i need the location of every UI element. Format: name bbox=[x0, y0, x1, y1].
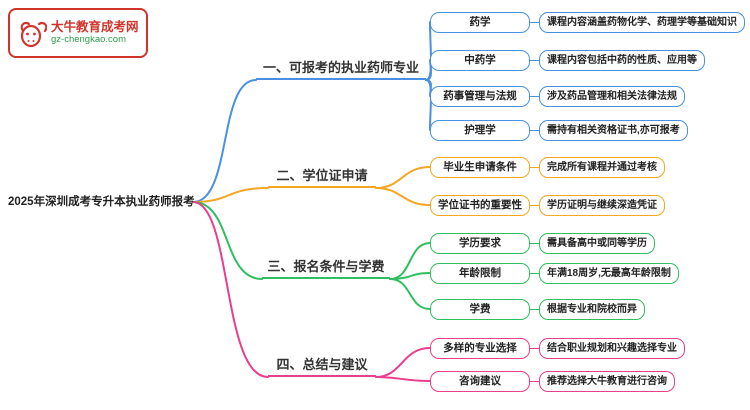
connector-line bbox=[530, 129, 539, 131]
site-logo: 大牛教育成考网 gz-chengkao.com bbox=[8, 8, 148, 58]
connector-line bbox=[530, 204, 539, 206]
child-desc: 需具备高中或同等学历 bbox=[539, 232, 655, 254]
child-row: 药事管理与法规 涉及药品管理和相关法律法规 bbox=[430, 85, 685, 107]
child-row: 学历要求 需具备高中或同等学历 bbox=[430, 232, 655, 254]
child-desc: 需持有相关资格证书,亦可报考 bbox=[539, 119, 688, 141]
child-desc: 推荐选择大牛教育进行咨询 bbox=[539, 370, 675, 392]
branch-node-4: 四、总结与建议 bbox=[268, 357, 376, 377]
child-row: 毕业生申请条件 完成所有课程并通过考核 bbox=[430, 156, 665, 178]
child-row: 学费 根据专业和院校而异 bbox=[430, 298, 645, 320]
connector-path bbox=[375, 187, 431, 206]
connector-line bbox=[530, 242, 539, 244]
child-desc: 课程内容包括中药的性质、应用等 bbox=[539, 49, 705, 71]
child-row: 药学 课程内容涵盖药物化学、药理学等基础知识 bbox=[430, 11, 745, 33]
child-desc: 学历证明与继续深造凭证 bbox=[539, 194, 665, 216]
connector-line bbox=[530, 380, 539, 382]
connector-path bbox=[375, 166, 431, 189]
child-row: 中药学 课程内容包括中药的性质、应用等 bbox=[430, 49, 705, 71]
child-row: 护理学 需持有相关资格证书,亦可报考 bbox=[430, 119, 688, 141]
child-row: 年龄限制 年满18周岁,无最高年龄限制 bbox=[430, 262, 679, 284]
connector-line bbox=[530, 308, 539, 310]
child-topic: 学历要求 bbox=[430, 232, 530, 254]
child-desc: 年满18周岁,无最高年龄限制 bbox=[539, 262, 679, 284]
logo-text: 大牛教育成考网 gz-chengkao.com bbox=[51, 20, 139, 45]
child-topic: 咨询建议 bbox=[430, 370, 530, 392]
child-topic: 学费 bbox=[430, 298, 530, 320]
connector-line bbox=[530, 95, 539, 97]
connector-path bbox=[375, 347, 431, 378]
child-topic: 中药学 bbox=[430, 49, 530, 71]
branch-node-3: 三、报名条件与学费 bbox=[262, 259, 390, 279]
child-topic: 多样的专业选择 bbox=[430, 337, 530, 359]
child-topic: 学位证书的重要性 bbox=[430, 194, 530, 216]
connector-path bbox=[192, 201, 269, 378]
connector-line bbox=[530, 166, 539, 168]
child-desc: 涉及药品管理和相关法律法规 bbox=[539, 85, 685, 107]
connector-path bbox=[192, 187, 269, 203]
mindmap-root-node: 2025年深圳成考专升本执业药师报考 bbox=[8, 196, 195, 208]
connector-line bbox=[530, 272, 539, 274]
child-desc: 完成所有课程并通过考核 bbox=[539, 156, 665, 178]
connector-path bbox=[375, 376, 431, 382]
connector-path bbox=[389, 278, 431, 310]
connector-path bbox=[389, 272, 431, 280]
connector-line bbox=[530, 347, 539, 349]
connector-path bbox=[192, 79, 257, 203]
site-name: 大牛教育成考网 bbox=[51, 20, 139, 35]
branch-node-1: 一、可报考的执业药师专业 bbox=[256, 60, 426, 80]
child-desc: 结合职业规划和兴趣选择专业 bbox=[539, 337, 685, 359]
child-topic: 护理学 bbox=[430, 119, 530, 141]
connector-path bbox=[192, 201, 263, 280]
child-row: 多样的专业选择 结合职业规划和兴趣选择专业 bbox=[430, 337, 685, 359]
child-topic: 药事管理与法规 bbox=[430, 85, 530, 107]
child-topic: 药学 bbox=[430, 11, 530, 33]
site-url: gz-chengkao.com bbox=[51, 33, 126, 45]
bull-icon bbox=[20, 21, 47, 48]
child-row: 学位证书的重要性 学历证明与继续深造凭证 bbox=[430, 194, 665, 216]
child-topic: 毕业生申请条件 bbox=[430, 156, 530, 178]
child-desc: 课程内容涵盖药物化学、药理学等基础知识 bbox=[539, 11, 745, 33]
connector-line bbox=[530, 59, 539, 61]
child-desc: 根据专业和院校而异 bbox=[539, 298, 645, 320]
child-row: 咨询建议 推荐选择大牛教育进行咨询 bbox=[430, 370, 675, 392]
connector-line bbox=[530, 21, 539, 23]
branch-node-2: 二、学位证申请 bbox=[268, 168, 376, 188]
child-topic: 年龄限制 bbox=[430, 262, 530, 284]
